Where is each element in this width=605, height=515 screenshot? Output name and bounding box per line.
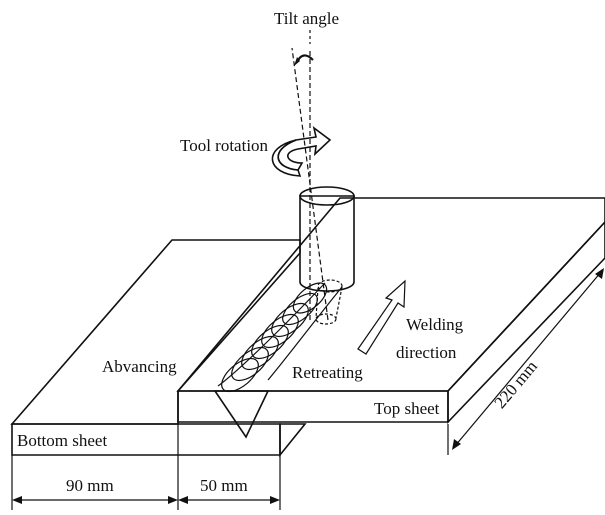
retreating-side-label: Retreating — [292, 363, 363, 382]
welding-tool — [299, 186, 355, 325]
welding-direction-label-line1: Welding — [406, 315, 464, 334]
dimension-220mm-label: 220 mm — [490, 357, 541, 412]
tool-rotation-label: Tool rotation — [180, 136, 269, 155]
dimension-lines — [11, 268, 604, 510]
tilt-angle-arrow-icon — [294, 54, 314, 66]
bottom-sheet-label: Bottom sheet — [17, 431, 107, 450]
top-sheet-label: Top sheet — [374, 399, 440, 418]
advancing-side-label: Abvancing — [102, 357, 177, 376]
welding-direction-arrow-icon — [357, 279, 406, 355]
welding-direction-label-line2: direction — [396, 343, 457, 362]
dimension-50mm-label: 50 mm — [200, 476, 248, 495]
weld-seam — [217, 282, 343, 393]
tilt-angle-label: Tilt angle — [274, 9, 339, 28]
dimension-90mm-label: 90 mm — [66, 476, 114, 495]
tool-rotation-arrow-icon — [271, 126, 332, 177]
top-sheet-plate — [176, 197, 605, 424]
weld-cross-section — [213, 390, 270, 439]
tilt-axis-lines — [291, 30, 329, 321]
